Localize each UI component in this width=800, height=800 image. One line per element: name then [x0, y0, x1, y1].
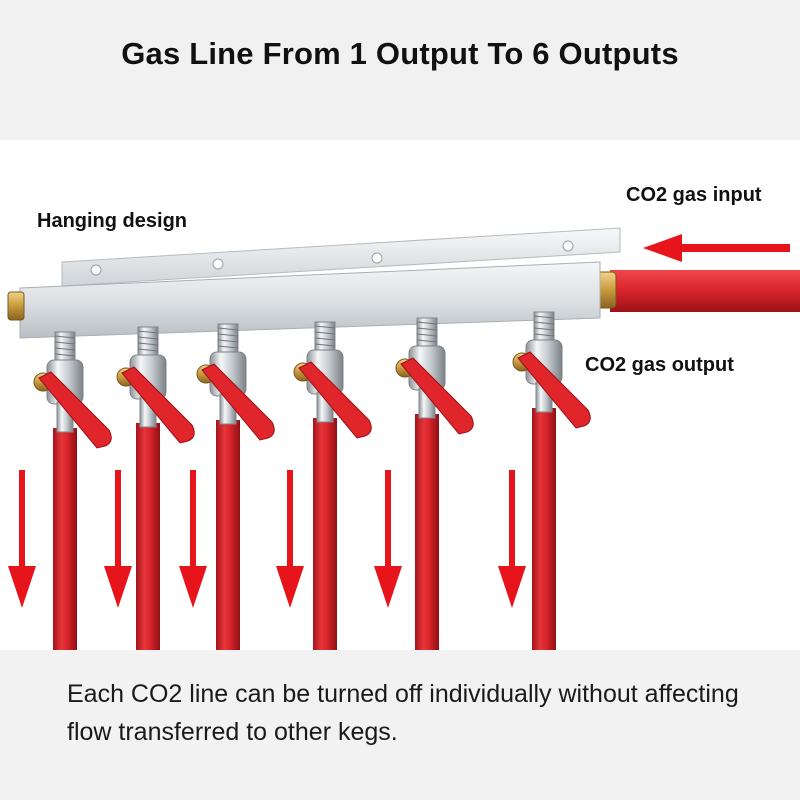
thread-line [54, 335, 76, 339]
thread-line [137, 348, 159, 352]
manifold-bar [19, 261, 601, 339]
hanging-bracket [61, 227, 621, 287]
hanging-hole [371, 252, 383, 264]
arrow-down-icon [276, 566, 304, 608]
valve-handle [517, 351, 591, 429]
header-band [0, 0, 800, 140]
thread-line [54, 353, 76, 357]
arrow-down-icon [8, 566, 36, 608]
arrow-down-icon [115, 470, 121, 570]
valve-handle [201, 363, 275, 441]
arrow-down-icon [104, 566, 132, 608]
thread-line [416, 321, 438, 325]
thread-line [533, 321, 555, 325]
arrow-down-icon [374, 566, 402, 608]
hanging-design-label: Hanging design [37, 210, 187, 232]
arrow-down-icon [385, 470, 391, 570]
gas-output-label: CO2 gas output [585, 354, 734, 376]
thread-line [217, 339, 239, 343]
arrow-down-icon [509, 470, 515, 570]
thread-line [533, 315, 555, 319]
valve-handle [298, 361, 372, 439]
brass-fitting-icon [7, 291, 25, 321]
thread-line [416, 339, 438, 343]
arrow-down-icon [179, 566, 207, 608]
footer-band [0, 650, 800, 800]
arrow-left-icon [643, 234, 790, 262]
thread-line [314, 337, 336, 341]
footer-description: Each CO2 line can be turned off individu… [67, 680, 739, 746]
input-hose [610, 270, 800, 312]
thread-line [137, 342, 159, 346]
thread-line [137, 330, 159, 334]
arrow-down-icon [190, 470, 196, 570]
valve-handle [121, 366, 195, 444]
page-title: Gas Line From 1 Output To 6 Outputs [121, 36, 679, 71]
arrow-down-icon [498, 566, 526, 608]
valve-handle [38, 371, 112, 449]
thread-line [314, 343, 336, 347]
thread-line [314, 331, 336, 335]
thread-line [314, 325, 336, 329]
gas-input-label: CO2 gas input [626, 184, 762, 206]
arrow-down-icon [287, 470, 293, 570]
thread-line [533, 333, 555, 337]
thread-line [217, 333, 239, 337]
thread-line [416, 327, 438, 331]
hanging-hole [212, 258, 224, 270]
thread-line [416, 333, 438, 337]
thread-line [217, 327, 239, 331]
thread-line [54, 347, 76, 351]
arrow-down-icon [19, 470, 25, 570]
thread-line [54, 341, 76, 345]
thread-line [137, 336, 159, 340]
hanging-hole [90, 264, 102, 276]
thread-line [533, 327, 555, 331]
valve-handle [400, 357, 474, 435]
hanging-hole [562, 240, 574, 252]
thread-line [217, 345, 239, 349]
